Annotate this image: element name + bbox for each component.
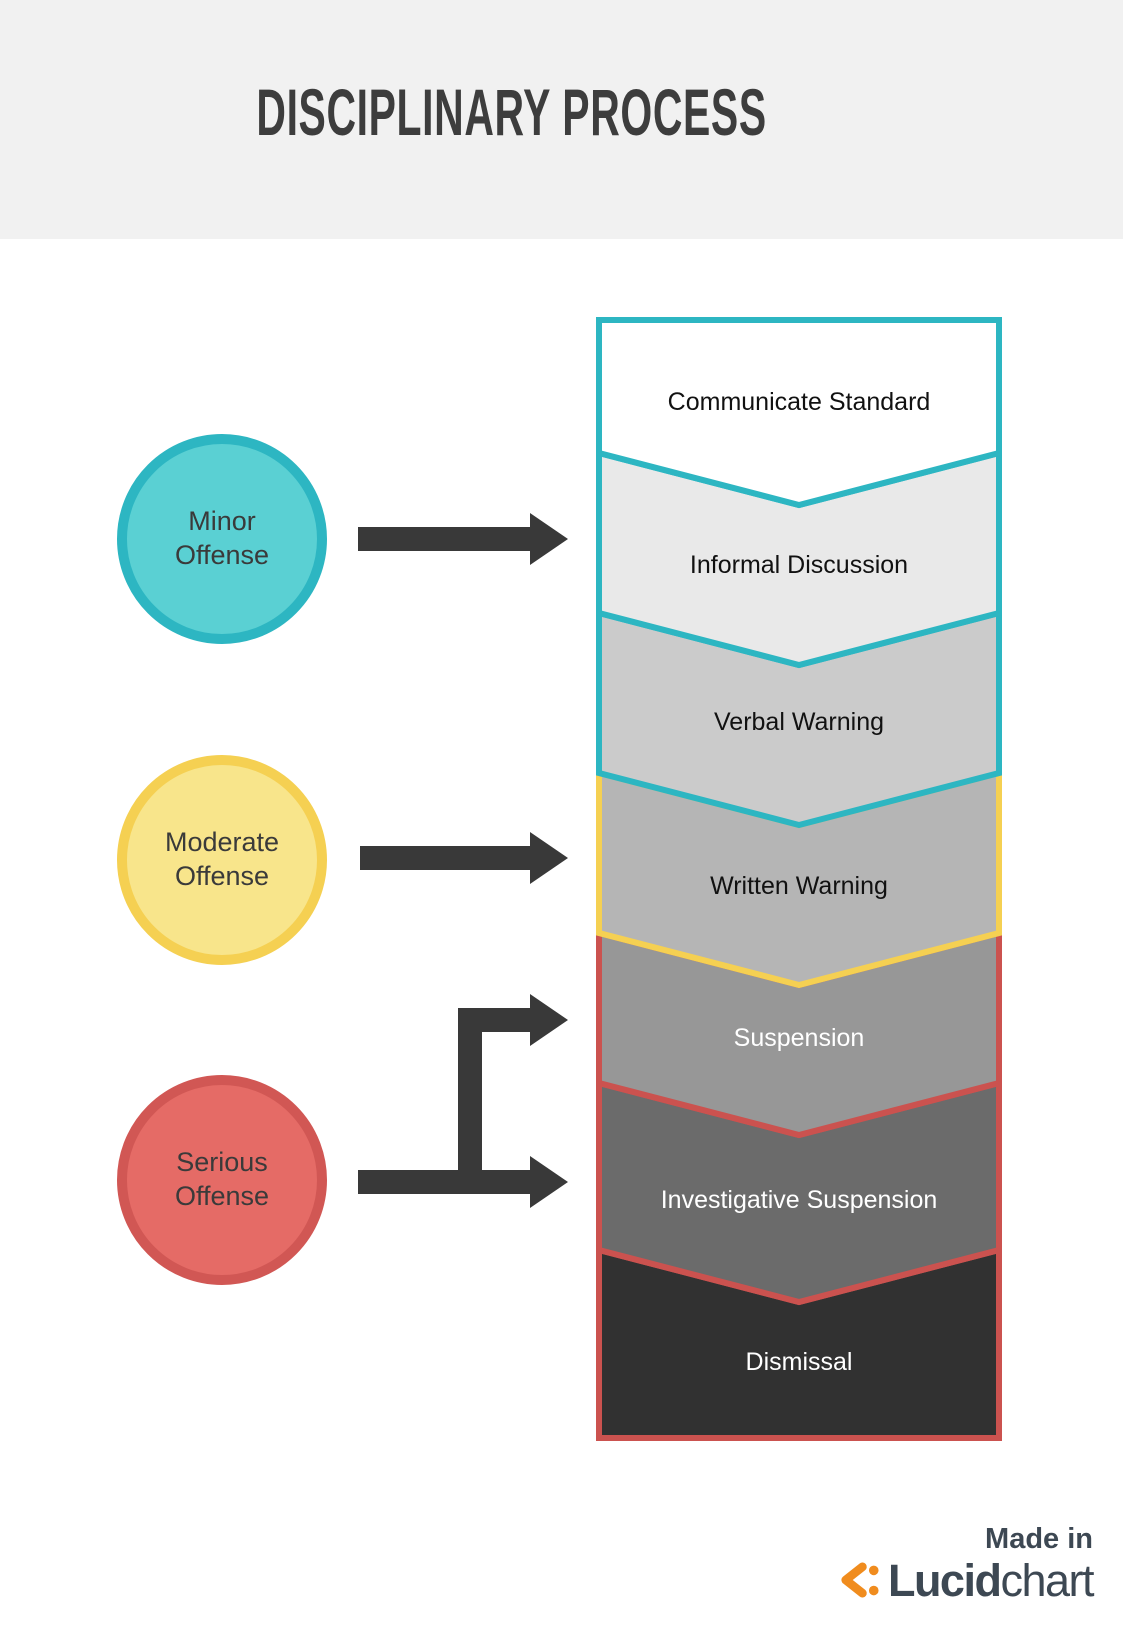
arrow-serious-offense-branch-vertical: [458, 1008, 482, 1194]
lucidchart-wordmark: Lucidchart: [887, 1554, 1095, 1606]
moderate-offense-line1: Moderate: [164, 827, 280, 858]
page-title: DISCIPLINARY PROCESS: [0, 75, 1024, 149]
page-title-text: DISCIPLINARY PROCESS: [256, 75, 768, 149]
minor-offense-line1: Minor: [188, 506, 256, 537]
minor-offense-circle: Minor Offense: [117, 434, 327, 644]
made-in-text: Made in: [985, 1523, 1093, 1555]
moderate-offense-line2: Offense: [174, 861, 270, 891]
minor-offense-label: Minor Offense: [175, 505, 269, 573]
connector-arrows: [358, 513, 568, 1208]
header-band: [0, 0, 1123, 239]
step-label-verbal-warning: Verbal Warning: [714, 708, 884, 736]
made-in-lucidchart: Made in Lucidchart: [837, 1523, 1095, 1606]
arrow-serious-offense-branch: [458, 994, 568, 1046]
serious-offense-line2: Offense: [174, 1181, 270, 1211]
brand-lucid: Lucid: [887, 1554, 1002, 1606]
chevron-communicate-standard: [596, 317, 1002, 509]
step-label-dismissal: Dismissal: [745, 1348, 853, 1376]
step-label-suspension: Suspension: [733, 1024, 865, 1052]
moderate-offense-circle: Moderate Offense: [117, 755, 327, 965]
step-label-communicate-standard: Communicate Standard: [667, 388, 931, 416]
step-label-informal-discussion: Informal Discussion: [689, 551, 909, 579]
serious-offense-circle: Serious Offense: [117, 1075, 327, 1285]
brand-chart: chart: [1000, 1554, 1094, 1606]
step-label-written-warning: Written Warning: [710, 872, 888, 900]
arrow-minor-offense: [358, 513, 568, 565]
lucidchart-icon: [841, 1562, 879, 1598]
step-label-investigative-suspension: Investigative Suspension: [660, 1186, 938, 1214]
minor-offense-line2: Offense: [174, 540, 270, 570]
serious-offense-label: Serious Offense: [175, 1146, 269, 1214]
moderate-offense-label: Moderate Offense: [165, 826, 279, 894]
serious-offense-line1: Serious: [176, 1147, 268, 1178]
lucidchart-logo: Lucidchart: [837, 1554, 1095, 1606]
arrow-moderate-offense: [360, 832, 568, 884]
